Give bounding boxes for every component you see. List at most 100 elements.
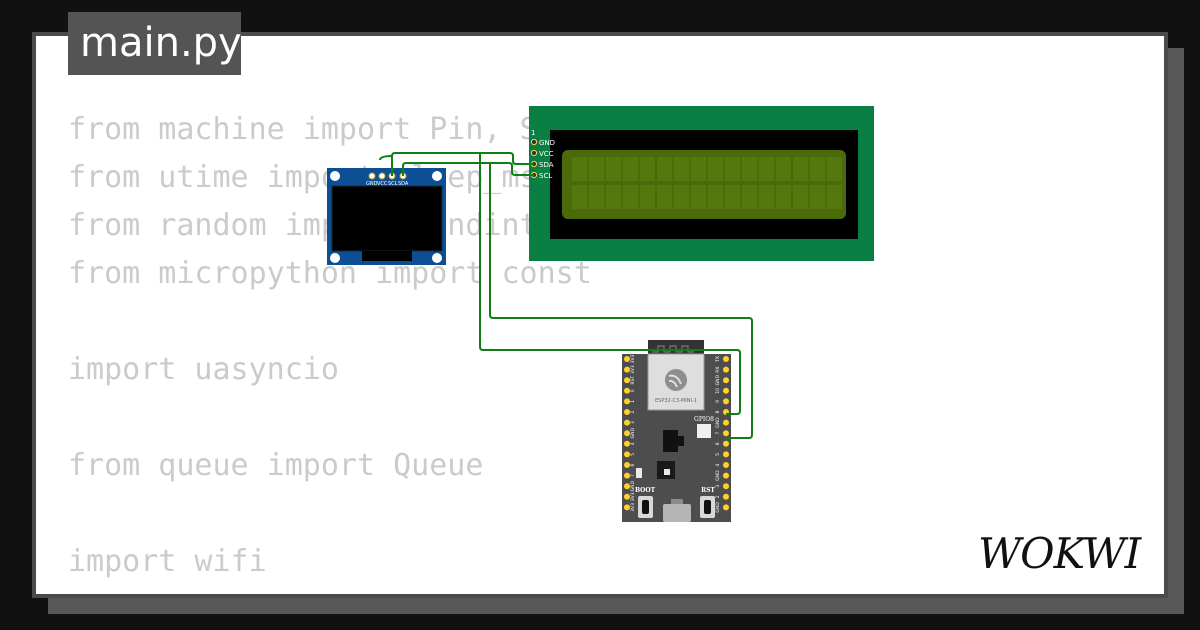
esp32-pin[interactable] [624, 430, 630, 437]
lcd-char-cell [742, 185, 757, 209]
oled-pin-gnd[interactable] [368, 172, 376, 180]
esp32-pin[interactable] [624, 356, 630, 362]
lcd-char-cell [793, 185, 808, 209]
lcd-char-cell [827, 185, 842, 209]
esp32-pin[interactable] [624, 366, 630, 373]
lcd-char-cell [691, 157, 706, 181]
wire-scl-to-esp32[interactable] [479, 153, 741, 415]
wire-sda-to-esp32[interactable] [489, 163, 753, 439]
oled-pin-label: SDA [398, 181, 409, 187]
esp32-pin[interactable] [624, 387, 630, 394]
file-tab[interactable]: main.py [68, 12, 242, 75]
code-line: from micropython import const [68, 256, 592, 291]
lcd-char-cell [827, 157, 842, 181]
esp32-pin-label: 4 [715, 463, 721, 466]
oled-mount-hole [432, 253, 442, 263]
esp32-pin[interactable] [723, 440, 729, 447]
esp32-pin-label: 2 [630, 410, 636, 413]
esp32-pin[interactable] [624, 419, 630, 426]
esp32-usb-port [663, 504, 691, 522]
esp32-pin[interactable] [723, 504, 729, 511]
wires [379, 152, 753, 439]
esp32-pin[interactable] [624, 440, 630, 447]
lcd-char-cell [810, 185, 825, 209]
esp32-boot-label: BOOT [635, 487, 656, 494]
code-line: import uasyncio [68, 352, 339, 387]
lcd-char-cell [657, 157, 672, 181]
esp32-pin[interactable] [723, 472, 729, 479]
esp32-usb-port-top [671, 499, 683, 504]
esp32-pin[interactable] [723, 356, 729, 362]
oled-display[interactable]: GND VCC SCL SDA [327, 168, 446, 265]
espressif-logo-mark [668, 374, 682, 388]
esp32-pin[interactable] [624, 451, 630, 458]
esp32-c3-board[interactable]: ESP32-C3-MINI-1 GPIO8 BOOT RST 3V33V3RST… [622, 340, 731, 522]
lcd-char-cell [674, 185, 689, 209]
esp32-pin-label: 8 [715, 410, 721, 413]
esp32-pin-label: GND [630, 481, 636, 492]
esp32-pin[interactable] [723, 451, 729, 458]
esp32-pin-label: 3 [715, 485, 721, 488]
esp32-pin-label: 7 [630, 474, 636, 477]
oled-pin-vcc[interactable] [378, 172, 386, 180]
esp32-pin[interactable] [624, 504, 630, 511]
esp32-pin[interactable] [723, 462, 729, 468]
esp32-pin[interactable] [624, 472, 630, 479]
esp32-pin-label: 1 [630, 400, 636, 403]
esp32-smd-component [664, 469, 670, 475]
lcd-char-cell [674, 157, 689, 181]
lcd-char-cell [572, 157, 587, 181]
lcd-char-cell [572, 185, 587, 209]
esp32-pin[interactable] [723, 387, 729, 394]
lcd-display[interactable]: 1 GND VCC SDA SCL [529, 106, 874, 261]
oled-screen [331, 185, 443, 252]
esp32-pin-label: TX [715, 356, 721, 363]
lcd-char-cell [623, 185, 638, 209]
esp32-pin-label: RX [715, 366, 721, 372]
lcd-pin-number: 1 [531, 129, 535, 137]
oled-pin-label: GND [366, 181, 378, 187]
esp32-pin-label: GND [715, 502, 721, 513]
esp32-pin[interactable] [723, 366, 729, 373]
lcd-char-cell [759, 185, 774, 209]
esp32-pin-label: GND [715, 417, 721, 428]
oled-mount-hole [330, 171, 340, 181]
lcd-char-cell [742, 157, 757, 181]
esp32-pin[interactable] [624, 462, 630, 468]
lcd-char-grid [572, 157, 842, 209]
esp32-pin-label: 7 [715, 432, 721, 435]
esp32-pin-label: 3V3 [630, 354, 636, 363]
esp32-pin[interactable] [723, 483, 729, 490]
esp32-pin[interactable] [624, 493, 630, 500]
esp32-pin[interactable] [723, 398, 729, 405]
lcd-char-cell [640, 185, 655, 209]
lcd-char-cell [810, 157, 825, 181]
lcd-char-cell [640, 157, 655, 181]
wire-oled-sda-to-lcd-scl[interactable] [402, 162, 534, 176]
oled-pin-label: SCL [388, 181, 398, 187]
lcd-pin-vcc[interactable] [530, 149, 538, 157]
esp32-pin[interactable] [723, 377, 729, 384]
esp32-regulator-tab [678, 436, 684, 446]
wire-oled-gnd-stub [379, 155, 393, 161]
lcd-pin-gnd[interactable] [530, 138, 538, 146]
esp32-reset-button-cap[interactable] [704, 500, 711, 514]
esp32-pin[interactable] [723, 430, 729, 437]
esp32-regulator [663, 430, 678, 452]
esp32-pin[interactable] [723, 493, 729, 500]
esp32-pin-label: 3 [630, 421, 636, 424]
lcd-char-cell [776, 185, 791, 209]
wire-oled-scl-to-lcd-sda[interactable] [391, 152, 534, 176]
esp32-pin[interactable] [624, 377, 630, 384]
esp32-pin[interactable] [624, 409, 630, 415]
esp32-pin[interactable] [624, 398, 630, 405]
esp32-boot-button-cap[interactable] [642, 500, 649, 514]
esp32-pin-label: RST [630, 376, 636, 385]
esp32-pin-label: 6 [715, 442, 721, 445]
esp32-pin[interactable] [723, 419, 729, 426]
oled-mount-hole [432, 171, 442, 181]
lcd-char-cell [776, 157, 791, 181]
lcd-char-cell [708, 185, 723, 209]
esp32-pin[interactable] [624, 483, 630, 490]
